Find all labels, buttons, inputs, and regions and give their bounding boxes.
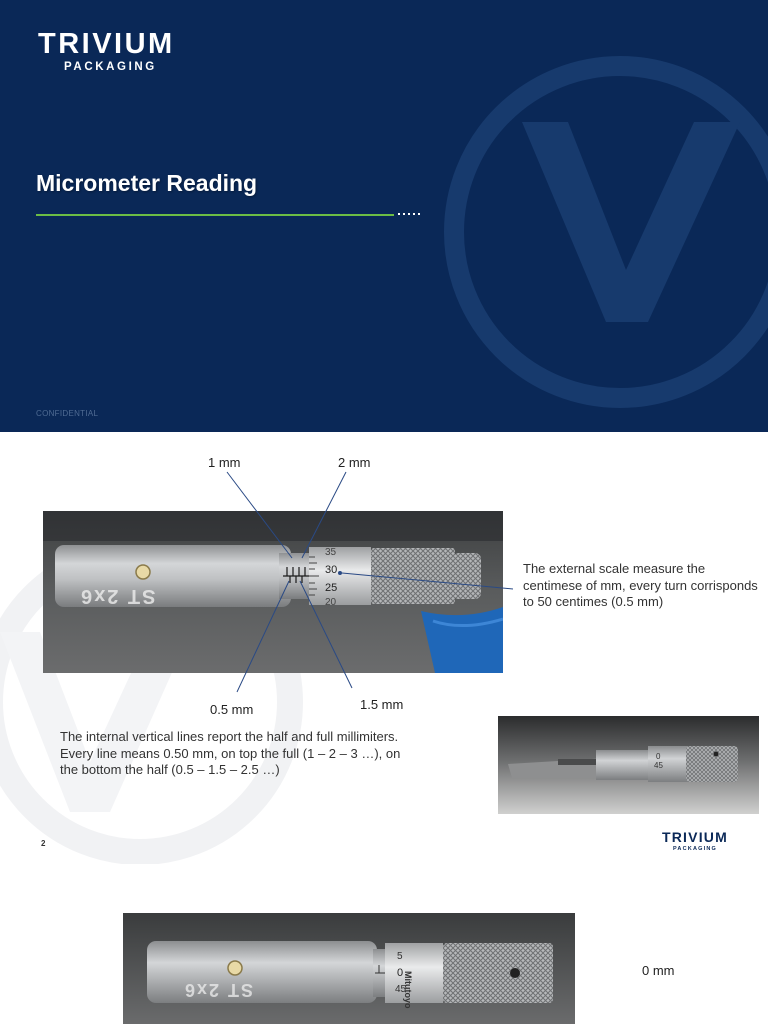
thimble-number-35: 35 [325, 547, 337, 558]
cover-slide: TRIVIUM PACKAGING Micrometer Reading CON… [0, 0, 768, 432]
brand-name: TRIVIUM [38, 28, 175, 60]
thimble-number-20: 20 [325, 597, 337, 608]
brand-name-small: TRIVIUM [662, 829, 728, 845]
thimble-number-25: 25 [325, 582, 338, 594]
label-1mm: 1 mm [208, 455, 241, 470]
micrometer-closeup-photo: ST 2x6 35 30 25 20 [43, 511, 503, 673]
label-2mm: 2 mm [338, 455, 371, 470]
label-0-5mm: 0.5 mm [210, 702, 254, 717]
small-thimble-number-0: 0 [656, 752, 661, 761]
confidential-label: CONFIDENTIAL [36, 409, 99, 418]
brand-watermark-logo [444, 56, 768, 408]
slide-title: Micrometer Reading [36, 170, 258, 196]
external-scale-description: The external scale measure the centimese… [523, 561, 758, 609]
title-underline [36, 214, 394, 216]
brand-subtitle: PACKAGING [64, 61, 157, 73]
trivium-logo: TRIVIUM PACKAGING [38, 29, 175, 73]
micrometer-zero-photo: ST 2x6 5 0 45 Mitutoyo [123, 913, 575, 1024]
micrometer-explanation-slide: ST 2x6 35 30 25 20 [0, 432, 768, 864]
zero-reading-slide: ST 2x6 5 0 45 Mitutoyo 0 mm [0, 864, 768, 1024]
brand-subtitle-small: PACKAGING [672, 846, 717, 852]
micrometer-side-photo: 0 45 [498, 716, 759, 814]
label-1-5mm: 1.5 mm [360, 697, 404, 712]
page-number: 2 [41, 839, 46, 848]
zero-thimble-number-0: 0 [397, 967, 404, 979]
engraving-text: ST 2x6 [79, 585, 156, 607]
engraving-text-zero: ST 2x6 [183, 980, 254, 1000]
trivium-logo-small: TRIVIUM PACKAGING [662, 829, 728, 853]
internal-lines-description: The internal vertical lines report the h… [60, 729, 401, 777]
maker-engraving: Mitutoyo [403, 971, 413, 1009]
zero-thimble-number-5: 5 [397, 951, 403, 962]
small-thimble-number-45: 45 [654, 761, 663, 770]
zero-thimble-number-45: 45 [395, 984, 407, 995]
thimble-number-30: 30 [325, 564, 338, 576]
dotted-accent [398, 213, 420, 215]
label-0mm: 0 mm [642, 963, 675, 978]
